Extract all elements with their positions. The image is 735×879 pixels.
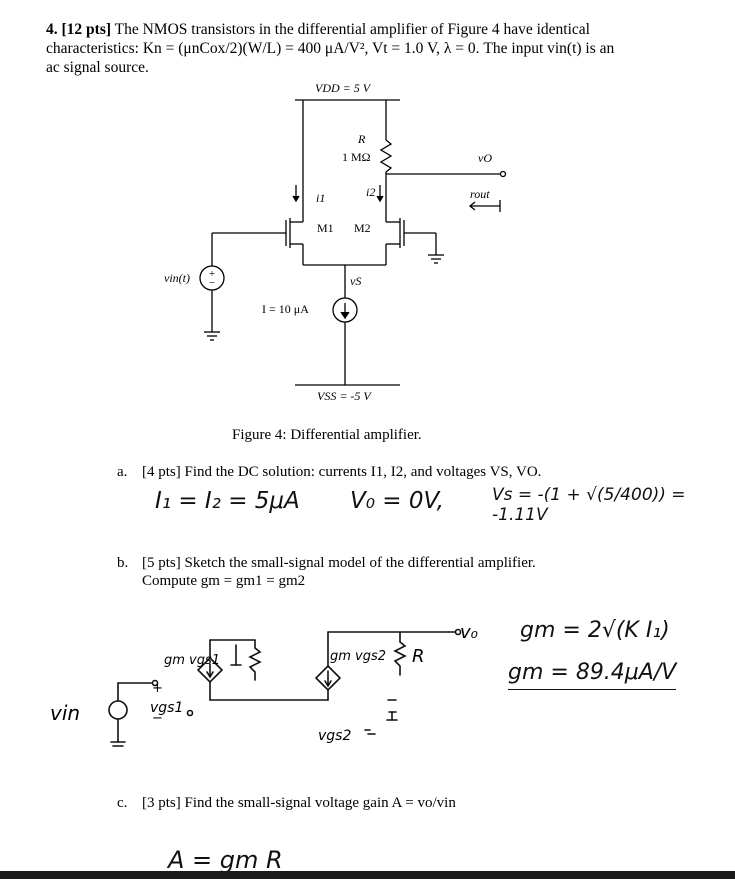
svg-text:−: − — [209, 277, 215, 289]
hand-vgs2: vgs2 — [318, 728, 351, 744]
i2-label: i2 — [366, 185, 375, 199]
problem-line-2: characteristics: Kn = (μnCox/2)(W/L) = 4… — [46, 40, 615, 57]
part-a-text: [4 pts] Find the DC solution: currents I… — [142, 464, 542, 480]
hand-gm-vgs1: gm vgs1 — [164, 653, 220, 668]
gm-formula: gm = 2√(K I₁) — [520, 618, 670, 643]
svg-text:+: + — [152, 681, 163, 696]
i1-label: i1 — [316, 191, 325, 205]
vo-label: vO — [478, 151, 492, 165]
problem-statement: 4. [12 pts] The NMOS transistors in the … — [46, 20, 646, 77]
part-b-label: b. — [117, 555, 129, 571]
answer-vo: V₀ = 0V, — [350, 488, 444, 514]
svg-text:+: + — [209, 268, 215, 280]
part-c-answer: A = gm R — [168, 846, 283, 874]
hand-vgs1: vgs1 — [150, 700, 183, 716]
hand-r-label: R — [412, 646, 425, 667]
vdd-label: VDD = 5 V — [315, 81, 372, 95]
current-source-label: I = 10 μA — [262, 302, 309, 316]
problem-line-1: The NMOS transistors in the differential… — [114, 21, 590, 38]
part-b-text-2: Compute gm = gm1 = gm2 — [142, 573, 306, 589]
problem-line-3: ac signal source. — [46, 59, 149, 76]
vs-label: vS — [350, 274, 361, 288]
problem-points: [12 pts] — [61, 21, 112, 38]
resistor-value: 1 MΩ — [342, 150, 371, 164]
part-a-label: a. — [117, 464, 128, 480]
part-c-label: c. — [117, 795, 128, 811]
differential-amplifier-schematic: + − VDD = 5 V R 1 MΩ vO i1 i2 rout M1 M2… — [164, 81, 507, 403]
rout-label: rout — [470, 187, 490, 201]
part-c-text: [3 pts] Find the small-signal voltage ga… — [142, 795, 456, 811]
m1-label: M1 — [317, 221, 334, 235]
svg-text:−: − — [152, 711, 163, 726]
answer-vs: Vs = -(1 + √(5/400)) = -1.11V — [492, 485, 686, 525]
vin-label: vin(t) — [164, 271, 190, 285]
hand-vin-label: vin — [50, 701, 80, 725]
vss-label: VSS = -5 V — [317, 389, 372, 403]
answer-currents: I₁ = I₂ = 5μA — [155, 488, 300, 514]
part-b-text-1: [5 pts] Sketch the small-signal model of… — [142, 555, 536, 571]
m2-label: M2 — [354, 221, 371, 235]
hand-vo-label: v₀ — [460, 622, 478, 643]
resistor-name: R — [357, 132, 366, 146]
figure-caption: Figure 4: Differential amplifier. — [232, 427, 422, 443]
bottom-bar — [0, 871, 735, 879]
problem-number: 4. — [46, 21, 58, 38]
gm-value: gm = 89.4μA/V — [508, 660, 677, 690]
hand-gm-vgs2: gm vgs2 — [330, 649, 386, 664]
